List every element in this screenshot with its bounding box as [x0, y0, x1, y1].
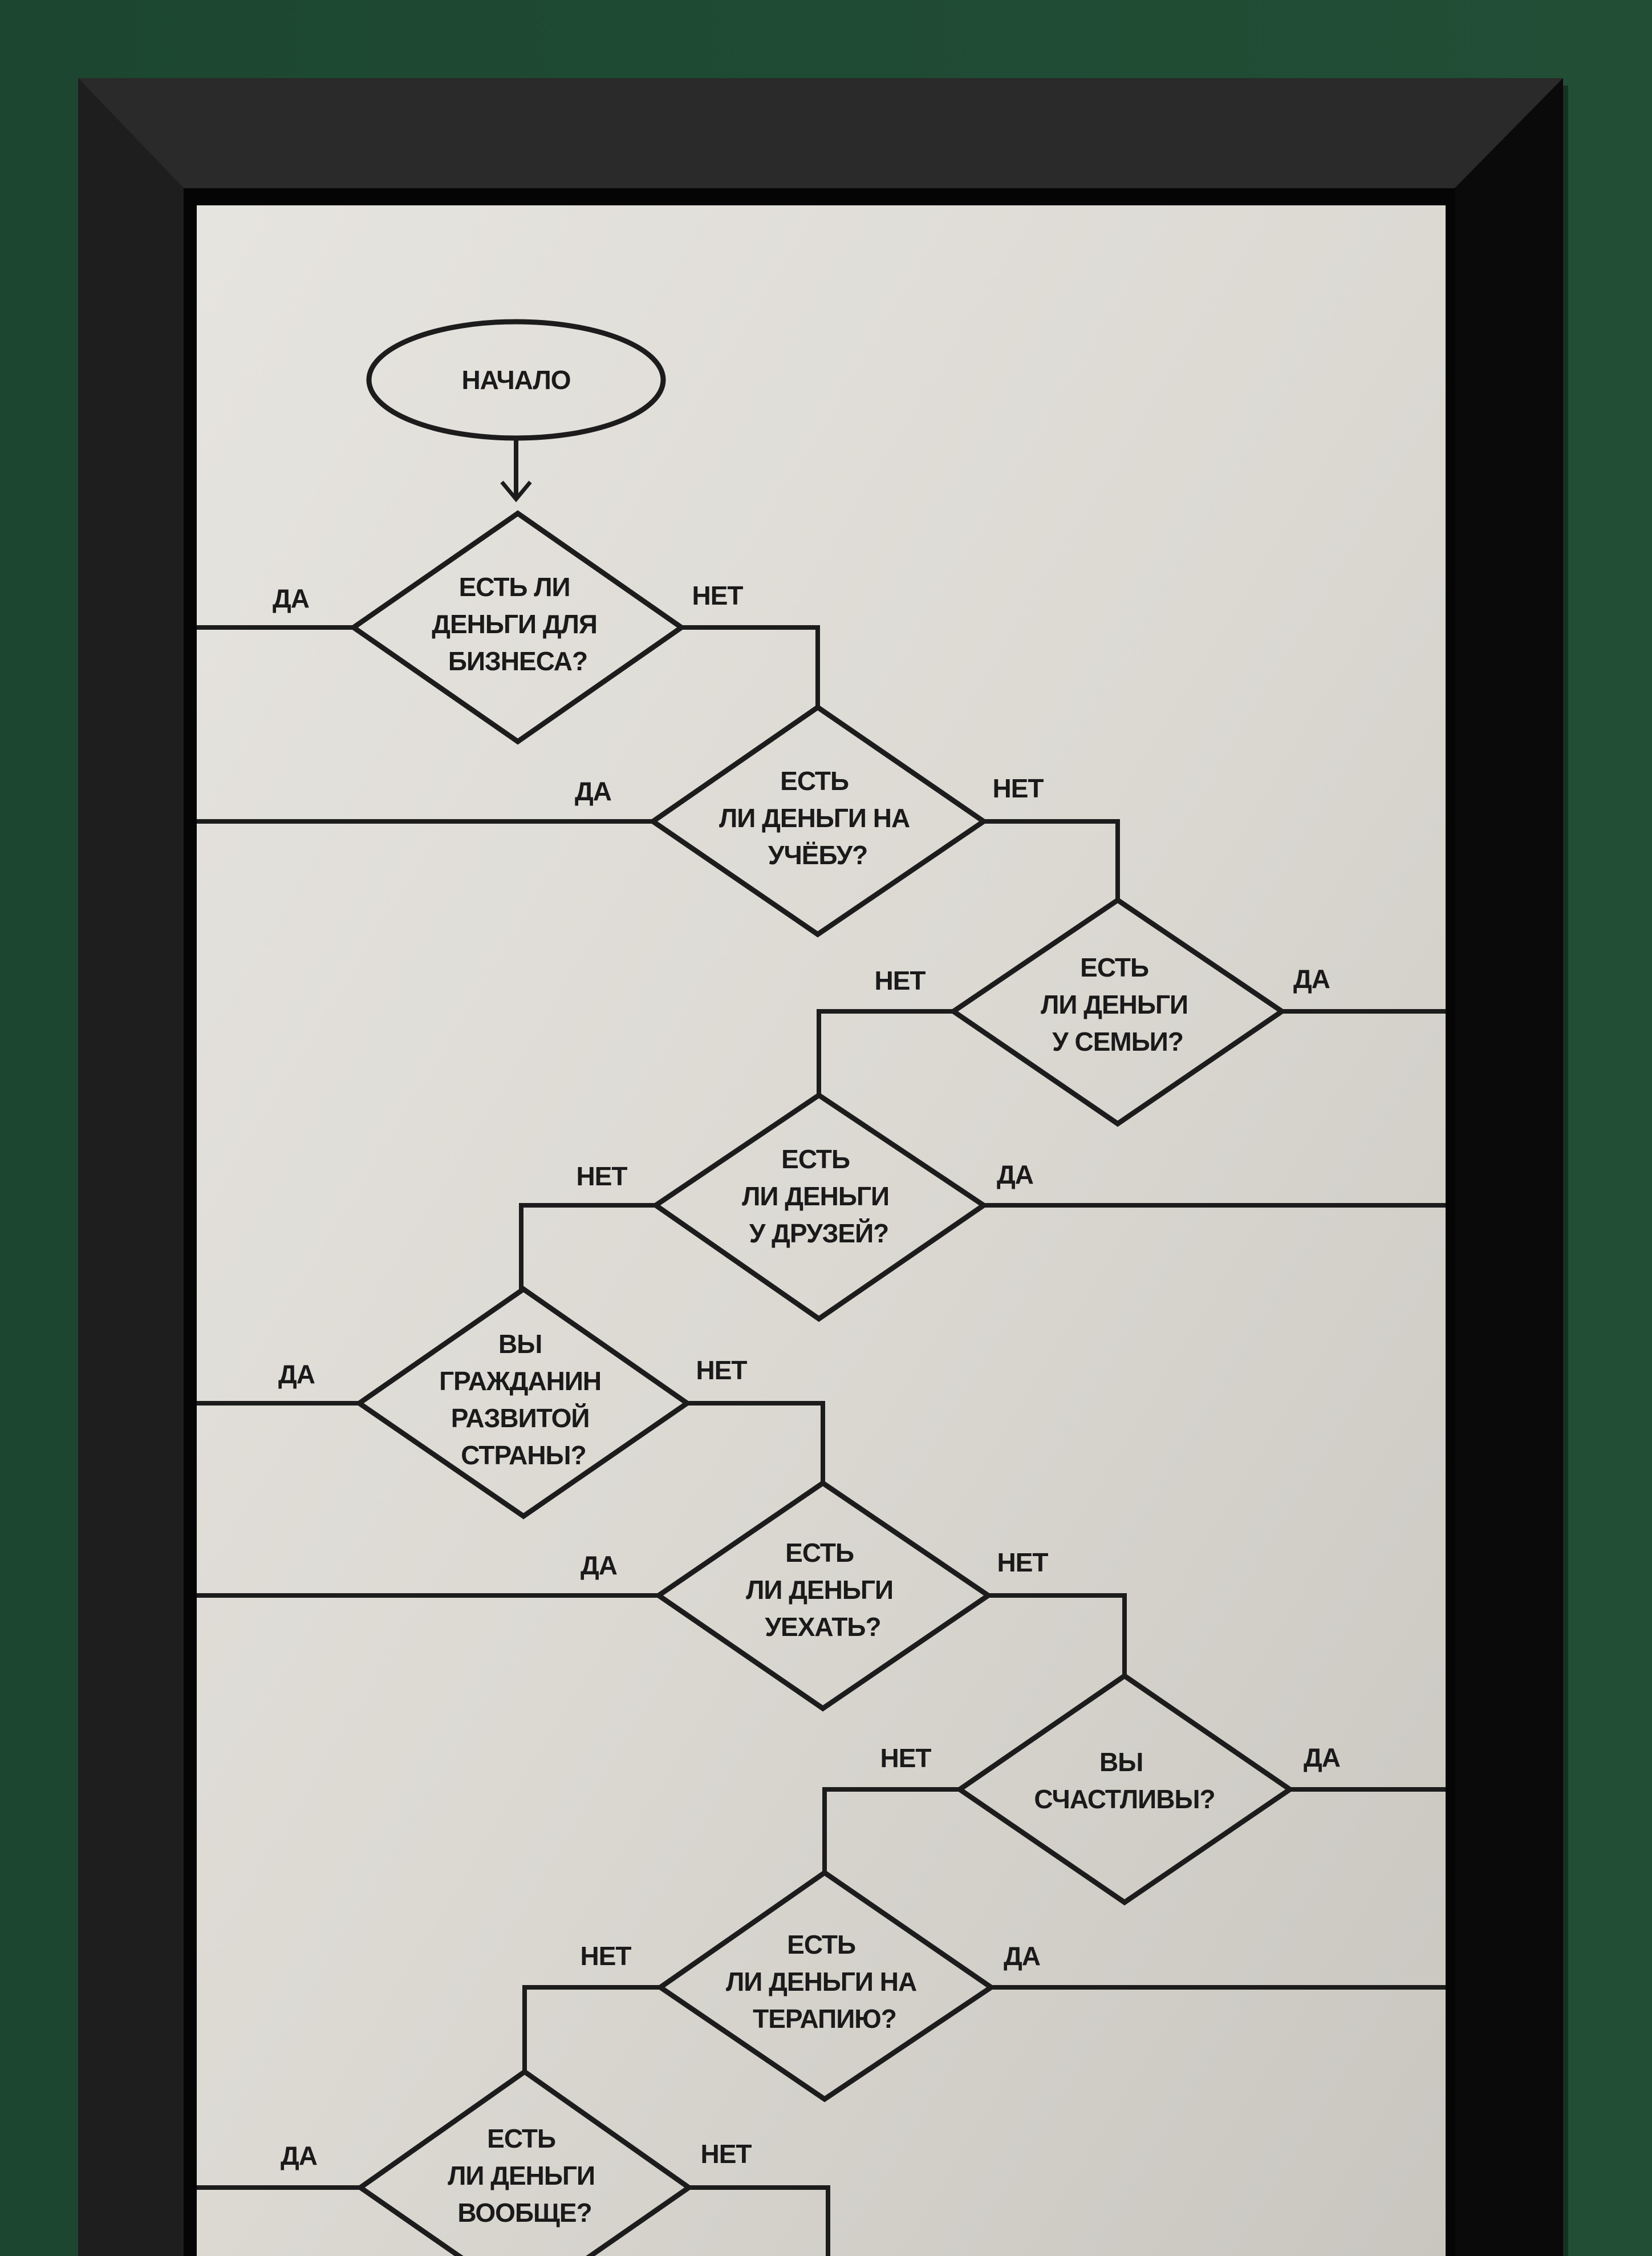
decision-q9 — [356, 2068, 693, 2256]
flowchart: НАЧАЛО ЕСТЬ ЛИ ДЕНЬГИ ДЛЯ БИЗНЕСА? ДА НЕ… — [197, 319, 1446, 2256]
q4-no-label: НЕТ — [577, 1161, 628, 1191]
q2-no-label: НЕТ — [993, 773, 1044, 803]
q3-text: ЕСТЬ ЛИ ДЕНЬГИ У СЕМЬИ? — [1041, 953, 1195, 1056]
q1-yes-label: ДА — [273, 584, 309, 613]
q2-no-line — [984, 819, 1120, 900]
q3-no-line — [817, 1009, 953, 1095]
q9-yes-label: ДА — [281, 2141, 317, 2170]
q7-no-label: НЕТ — [880, 1743, 932, 1773]
q3-no-label: НЕТ — [875, 966, 926, 995]
q1-no-label: НЕТ — [692, 581, 744, 610]
q5-yes-label: ДА — [278, 1359, 315, 1389]
q4-text: ЕСТЬ ЛИ ДЕНЬГИ У ДРУЗЕЙ? — [742, 1144, 896, 1248]
q4-no-line — [519, 1203, 656, 1289]
q9-text: ЕСТЬ ЛИ ДЕНЬГИ ВООБЩЕ? — [448, 2124, 602, 2227]
decision-q3 — [949, 897, 1286, 1127]
q6-no-label: НЕТ — [997, 1548, 1049, 1577]
q8-text: ЕСТЬ ЛИ ДЕНЬГИ НА ТЕРАПИЮ? — [726, 1930, 923, 2034]
decision-q5 — [355, 1286, 692, 1520]
q7-no-line — [822, 1787, 960, 1873]
decision-q6 — [654, 1480, 993, 1712]
q8-no-label: НЕТ — [581, 1941, 632, 1971]
q7-yes-label: ДА — [1304, 1743, 1340, 1772]
q5-text: ВЫ ГРАЖДАНИН РАЗВИТОЙ СТРАНЫ? — [439, 1329, 608, 1470]
q1-no-line — [681, 625, 820, 707]
q8-yes-label: ДА — [1004, 1941, 1040, 1971]
q5-no-label: НЕТ — [696, 1355, 748, 1385]
q9-no-label: НЕТ — [701, 2139, 752, 2169]
decision-q8 — [656, 1869, 996, 2103]
q2-yes-label: ДА — [575, 776, 611, 806]
q8-no-line — [522, 1985, 660, 2072]
q3-yes-label: ДА — [1293, 964, 1330, 994]
q4-yes-label: ДА — [997, 1160, 1033, 1189]
q2-text: ЕСТЬ ЛИ ДЕНЬГИ НА УЧЁБУ? — [719, 766, 916, 870]
decision-q7 — [955, 1672, 1294, 1906]
flowchart-poster — [197, 205, 1446, 2256]
q5-no-line — [687, 1401, 825, 1483]
q6-text: ЕСТЬ ЛИ ДЕНЬГИ УЕХАТЬ? — [746, 1538, 900, 1642]
q9-no-line — [689, 2185, 830, 2256]
q6-yes-label: ДА — [581, 1550, 617, 1580]
q1-text: ЕСТЬ ЛИ ДЕНЬГИ ДЛЯ БИЗНЕСА? — [432, 572, 604, 676]
q7-text: ВЫ СЧАСТЛИВЫ? — [1034, 1747, 1215, 1814]
decision-q2 — [648, 704, 988, 938]
decision-q1 — [349, 510, 686, 745]
arrow-head-icon — [500, 480, 532, 503]
decision-q4 — [651, 1092, 989, 1322]
q6-no-line — [988, 1593, 1127, 1676]
start-label: НАЧАЛО — [461, 365, 570, 395]
